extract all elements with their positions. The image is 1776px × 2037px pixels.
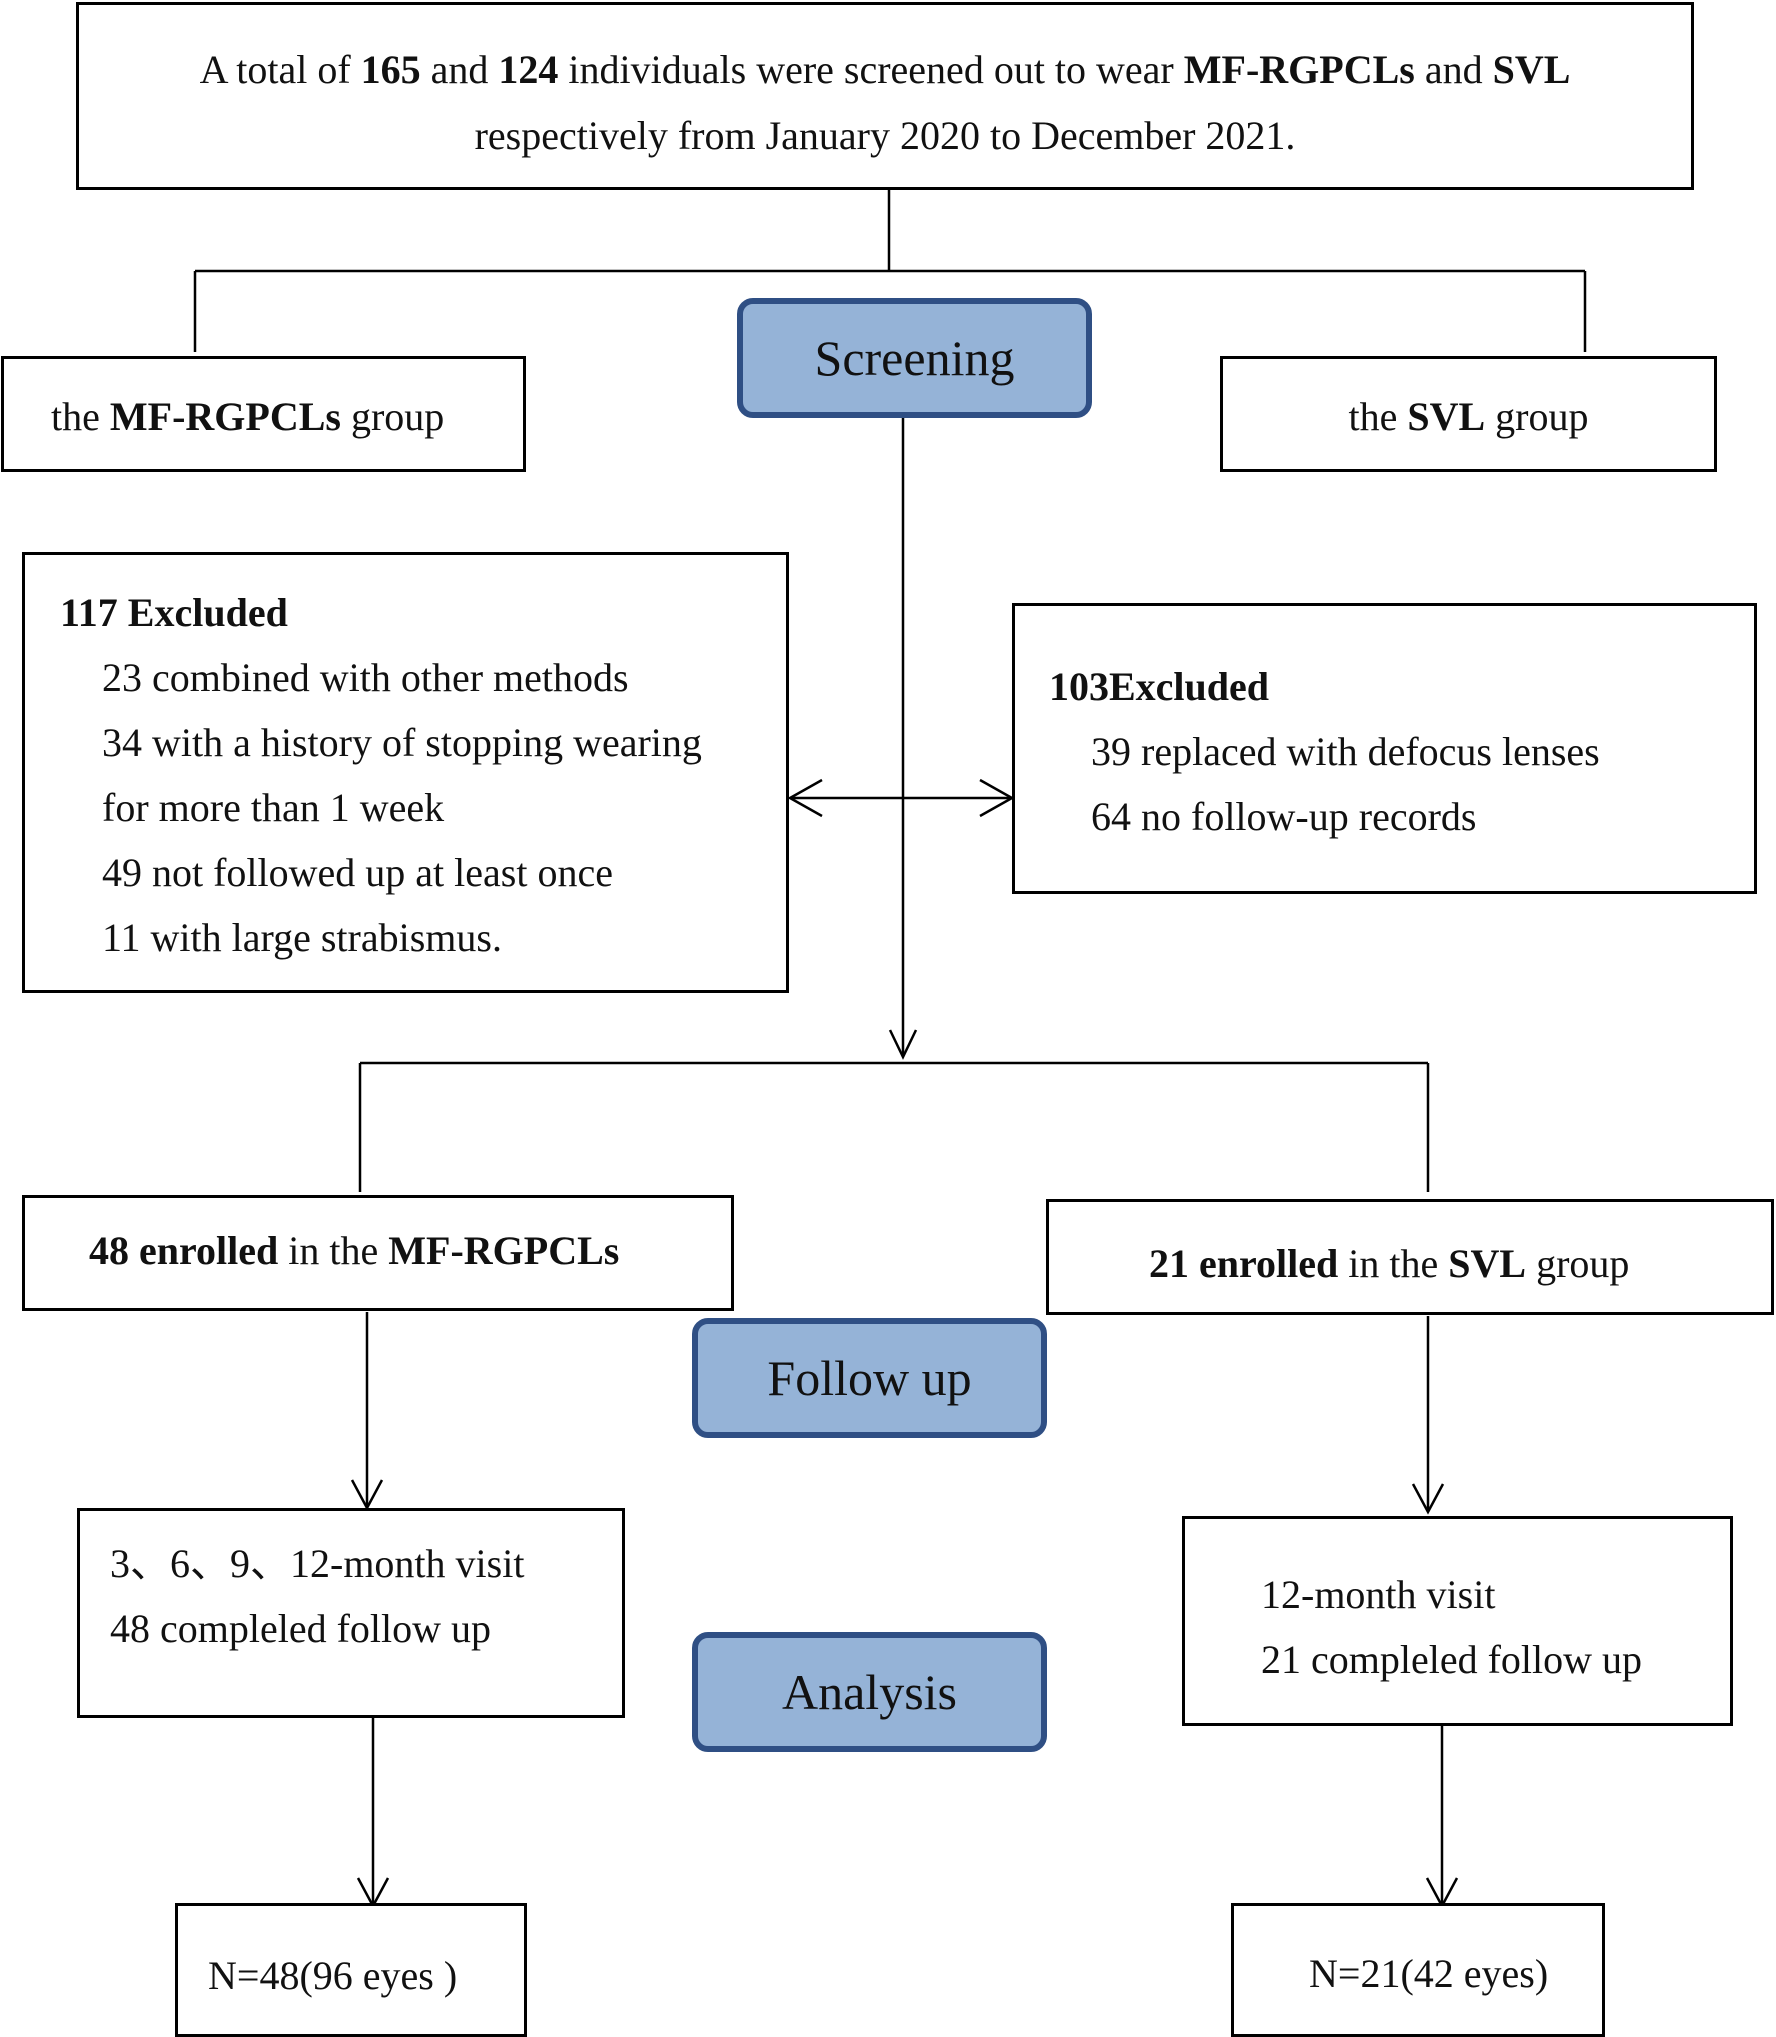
excluded-box-mf: 117 Excluded 23 combined with other meth… — [22, 552, 789, 993]
final-count-svl: N=21(42 eyes) — [1309, 1951, 1549, 1996]
intro-count-mf: 165 — [360, 47, 421, 92]
final-count-mf: N=48(96 eyes ) — [208, 1953, 458, 1998]
intro-count-svl: 124 — [498, 47, 559, 92]
stage-follow-up: Follow up — [692, 1318, 1047, 1438]
excluded-title-mf: 117 Excluded — [60, 593, 288, 633]
intro-box: A total of 165 and 124 individuals were … — [76, 2, 1694, 190]
visit-completed-mf: 48 compleled follow up — [110, 1606, 492, 1651]
group-text: group — [1485, 394, 1589, 439]
visit-completed-svl: 21 compleled follow up — [1261, 1637, 1643, 1682]
group-text: group — [340, 394, 445, 439]
excluded-item: 49 not followed up at least once — [102, 850, 613, 895]
stage-screening: Screening — [737, 298, 1092, 418]
enrolled-text: in the — [1338, 1241, 1449, 1286]
group-box-svl: the SVL group — [1220, 356, 1717, 472]
excluded-item: 39 replaced with defocus lenses — [1091, 729, 1600, 774]
visit-box-mf: 3、6、9、12-month visit 48 compleled follow… — [77, 1508, 625, 1718]
enrolled-label-mf: 48 enrolled in the MF-RGPCLs — [89, 1231, 619, 1271]
group-label-svl: the SVL group — [1223, 397, 1714, 437]
excluded-box-svl: 103Excluded 39 replaced with defocus len… — [1012, 603, 1757, 894]
enrolled-label-svl: 21 enrolled in the SVL group — [1149, 1244, 1629, 1284]
excluded-item: 64 no follow-up records — [1091, 794, 1477, 839]
intro-text: individuals were screened out to wear — [558, 47, 1184, 92]
excluded-item: for more than 1 week — [102, 785, 445, 830]
excluded-title-text: 117 Excluded — [60, 590, 288, 635]
excluded-title-svl: 103Excluded — [1049, 667, 1269, 707]
enrolled-count: 21 enrolled — [1149, 1241, 1339, 1286]
intro-text: and — [420, 47, 499, 92]
arrowhead-down — [1411, 1483, 1445, 1515]
intro-line-2: respectively from January 2020 to Decemb… — [474, 113, 1296, 158]
enrolled-text: group — [1526, 1241, 1630, 1286]
group-text: the — [1348, 394, 1408, 439]
group-name: MF-RGPCLs — [109, 394, 341, 439]
enrolled-text: in the — [278, 1228, 389, 1273]
excluded-item: 23 combined with other methods — [102, 655, 629, 700]
group-label-mf: the MF-RGPCLs group — [51, 397, 444, 437]
final-box-mf: N=48(96 eyes ) — [175, 1903, 527, 2037]
group-name: SVL — [1407, 394, 1486, 439]
arrowhead-left — [787, 778, 823, 818]
excluded-title-text: 103Excluded — [1049, 664, 1270, 709]
visit-schedule-mf: 3、6、9、12-month visit — [110, 1541, 525, 1586]
group-box-mf: the MF-RGPCLs group — [1, 356, 526, 472]
intro-group-svl: SVL — [1492, 47, 1571, 92]
intro-line-1: A total of 165 and 124 individuals were … — [79, 50, 1691, 90]
intro-group-mf: MF-RGPCLs — [1183, 47, 1415, 92]
excluded-item: 11 with large strabismus. — [102, 915, 502, 960]
final-box-svl: N=21(42 eyes) — [1231, 1903, 1605, 2037]
visit-schedule-svl: 12-month visit — [1261, 1572, 1496, 1617]
excluded-item: 34 with a history of stopping wearing — [102, 720, 702, 765]
enrolled-box-mf: 48 enrolled in the MF-RGPCLs — [22, 1195, 734, 1311]
visit-box-svl: 12-month visit 21 compleled follow up — [1182, 1516, 1733, 1726]
enrolled-box-svl: 21 enrolled in the SVL group — [1046, 1199, 1774, 1315]
group-text: the — [51, 394, 110, 439]
enrolled-count: 48 enrolled — [89, 1228, 279, 1273]
intro-text: and — [1414, 47, 1493, 92]
enrolled-group: SVL — [1448, 1241, 1527, 1286]
enrolled-group: MF-RGPCLs — [388, 1228, 620, 1273]
intro-text: A total of — [199, 47, 361, 92]
stage-analysis: Analysis — [692, 1632, 1047, 1752]
arrowhead-down — [888, 1029, 918, 1060]
